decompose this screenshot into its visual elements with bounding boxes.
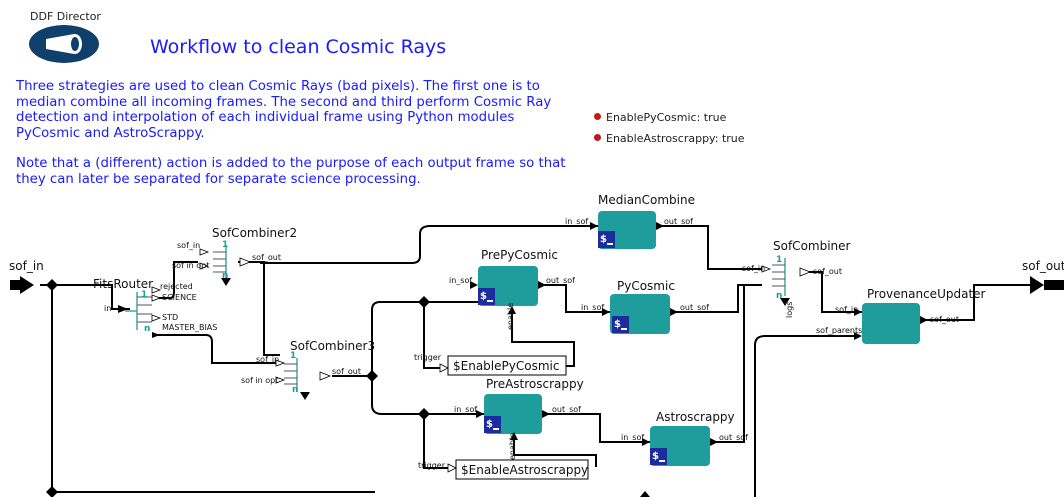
- router-count: 1: [141, 290, 147, 300]
- director-label: DDF Director: [30, 10, 101, 23]
- combiner-name: SofCombiner3: [290, 339, 375, 353]
- terminal-icon: [612, 316, 629, 333]
- combiner-in-label: sof in opt: [172, 261, 209, 270]
- parameter-label: EnableAstroscrappy: true: [606, 132, 745, 145]
- actor-in-label: in_sof: [581, 303, 604, 312]
- combiner-logs-label: logs: [785, 302, 794, 318]
- combiner-in-label: sof_in: [742, 264, 765, 273]
- actor-in-label: in_sof: [565, 217, 588, 226]
- combiner-count: 1: [776, 255, 782, 265]
- workflow-description: Three strategies are used to clean Cosmi…: [16, 79, 576, 202]
- actor-name: ProvenanceUpdater: [867, 287, 986, 301]
- router-n: n: [144, 324, 150, 334]
- expression-enable-pycosmic[interactable]: $EnablePyCosmic trigger: [414, 353, 567, 376]
- expression-trigger-label: trigger: [414, 353, 442, 362]
- actor-side-label: enable: [508, 433, 517, 460]
- actor-provenance-updater[interactable]: ProvenanceUpdater sof_in sof_parents sof…: [816, 287, 986, 344]
- actor-pre-astroscrappy[interactable]: PreAstroscrappy in_sof out_sof enable: [454, 377, 584, 460]
- terminal-icon: [484, 416, 501, 433]
- terminal-icon: [478, 288, 495, 305]
- actor-name: Astroscrappy: [656, 410, 735, 424]
- actor-in-label: sof_in: [835, 305, 858, 314]
- actor-out-label: out_sof: [680, 303, 709, 312]
- combiner-n: n: [222, 271, 228, 281]
- description-paragraph-1: Three strategies are used to clean Cosmi…: [16, 79, 552, 141]
- expression-label: $EnablePyCosmic: [453, 359, 559, 373]
- actor-out-label: out_sof: [552, 405, 581, 414]
- actor-in-label: in_sof: [621, 433, 644, 442]
- workflow-title: Workflow to clean Cosmic Rays: [150, 36, 447, 58]
- parameter-dot-icon: [594, 113, 601, 120]
- expression-label: $EnableAstroscrappy: [461, 463, 588, 477]
- output-port-sof-out[interactable]: sof_out: [1022, 259, 1064, 294]
- router-port-label: SCIENCE: [162, 293, 197, 302]
- combiner-out-label: sof_out: [252, 253, 281, 262]
- actor-in-label: in_sof: [454, 405, 477, 414]
- router-port-label: MASTER_BIAS: [162, 323, 217, 332]
- actor-name: PyCosmic: [617, 279, 675, 293]
- combiner-out-label: sof_out: [332, 367, 361, 376]
- actor-name: PreAstroscrappy: [486, 377, 584, 391]
- actor-out-label: out_sof: [719, 433, 748, 442]
- expression-trigger-label: trigger: [418, 461, 446, 470]
- output-port-label: sof_out: [1022, 259, 1064, 273]
- router-name: FitsRouter: [93, 277, 153, 291]
- parameter-label: EnablePyCosmic: true: [606, 111, 727, 124]
- combiner-in-label: sof_in: [256, 355, 279, 364]
- junctions: [46, 279, 650, 497]
- actor-name: PrePyCosmic: [481, 248, 558, 262]
- fits-router[interactable]: FitsRouter 1 n in rejected SCIENCE STD M…: [93, 277, 217, 338]
- description-paragraph-2: Note that a (different) action is added …: [16, 156, 566, 187]
- combiner-count: 1: [222, 240, 228, 250]
- expression-enable-astroscrappy[interactable]: $EnableAstroscrappy trigger: [418, 459, 589, 480]
- actor-name: MedianCombine: [598, 193, 695, 207]
- parameter-enable-pycosmic[interactable]: EnablePyCosmic: true: [594, 111, 726, 124]
- router-in-label: in: [104, 304, 111, 313]
- director-icon[interactable]: [28, 24, 100, 64]
- combiner-count: 1: [290, 351, 296, 361]
- combiner-n: n: [292, 385, 298, 395]
- actor-out-label: sof_out: [930, 315, 959, 324]
- parameter-enable-astroscrappy[interactable]: EnableAstroscrappy: true: [594, 132, 745, 145]
- actor-pycosmic[interactable]: PyCosmic in_sof out_sof: [581, 279, 709, 334]
- combiner-name: SofCombiner: [773, 239, 851, 253]
- sof-combiner-3[interactable]: SofCombiner3 1 n sof_in sof in opt sof_o…: [241, 339, 375, 400]
- combiner-n: n: [776, 291, 782, 301]
- input-port-label: sof_in: [9, 259, 44, 273]
- router-port-label: rejected: [160, 282, 193, 291]
- sof-combiner-2[interactable]: SofCombiner2 1 n sof_in sof in opt sof_o…: [172, 226, 297, 286]
- actor-in-label: sof_parents: [816, 326, 862, 335]
- combiner-name: SofCombiner2: [212, 226, 297, 240]
- actor-median-combine[interactable]: MedianCombine in_sof out_sof: [565, 193, 695, 249]
- sof-combiner[interactable]: SofCombiner 1 n sof_in sof_out logs: [742, 239, 851, 318]
- actor-out-label: out_sof: [664, 217, 693, 226]
- router-port-label: STD: [162, 313, 178, 322]
- actor-astroscrappy[interactable]: Astroscrappy in_sof out_sof: [621, 410, 748, 466]
- terminal-icon: [650, 448, 667, 465]
- terminal-icon: [598, 231, 615, 248]
- parameter-dot-icon: [594, 134, 601, 141]
- combiner-in-label: sof_in: [177, 241, 200, 250]
- input-port-sof-in[interactable]: sof_in: [9, 259, 44, 294]
- actor-out-label: out_sof: [546, 276, 575, 285]
- combiner-in-label: sof in opt: [241, 376, 278, 385]
- actor-side-label: enable: [506, 303, 515, 330]
- actor-pre-pycosmic[interactable]: PrePyCosmic in_sof out_sof enable: [449, 248, 575, 330]
- actor-in-label: in_sof: [449, 276, 472, 285]
- combiner-out-label: sof_out: [813, 267, 842, 276]
